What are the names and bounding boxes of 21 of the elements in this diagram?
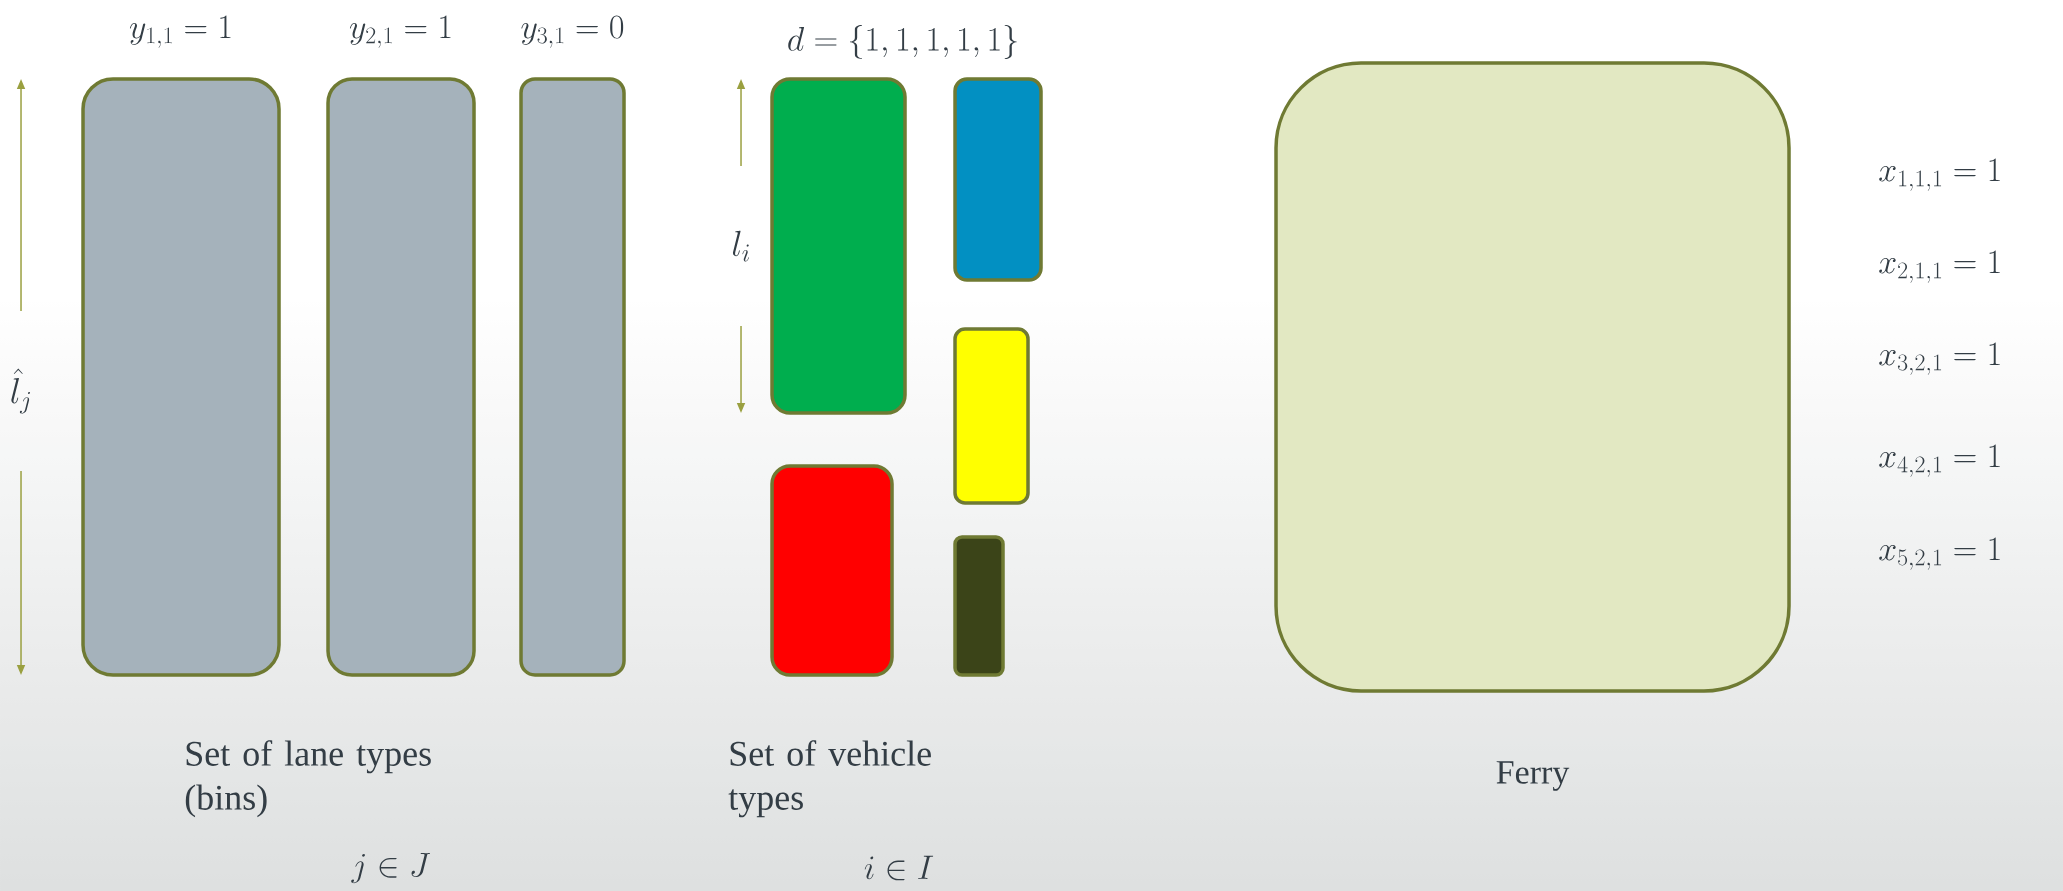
formula: $y_{2,1} = 1$ <box>349 15 451 48</box>
formula: $x_{5,2,1} = 1$ <box>1879 537 2000 570</box>
caption: Set of lane types (bins) <box>185 740 431 818</box>
formula: $j \in J$ <box>351 853 430 884</box>
vehicle-box <box>953 327 1030 505</box>
vehicle-box <box>953 535 1005 677</box>
formula: $x_{4,2,1} = 1$ <box>1879 444 2000 477</box>
formula: $x_{1,1,1} = 1$ <box>1879 158 2000 191</box>
vehicle-box <box>770 77 907 415</box>
vehicle-box <box>953 77 1043 282</box>
formula: $x_{2,1,1} = 1$ <box>1879 250 2000 283</box>
formula: $y_{3,1} = 0$ <box>521 15 624 48</box>
caption: Set of vehicle types <box>728 740 931 818</box>
formula: $i \in I$ <box>864 855 934 881</box>
formula: $d = \{1,1,1,1,1\}$ <box>788 25 1017 59</box>
vehicle-box <box>770 464 894 677</box>
dimension-label: $l_i$ <box>732 230 749 262</box>
node-label: Ferry <box>1496 761 1570 791</box>
formula: $x_{3,2,1} = 1$ <box>1879 342 2000 375</box>
formula: $y_{1,1} = 1$ <box>129 15 231 48</box>
dimension-label: $\hat{l}_j$ <box>11 368 31 414</box>
